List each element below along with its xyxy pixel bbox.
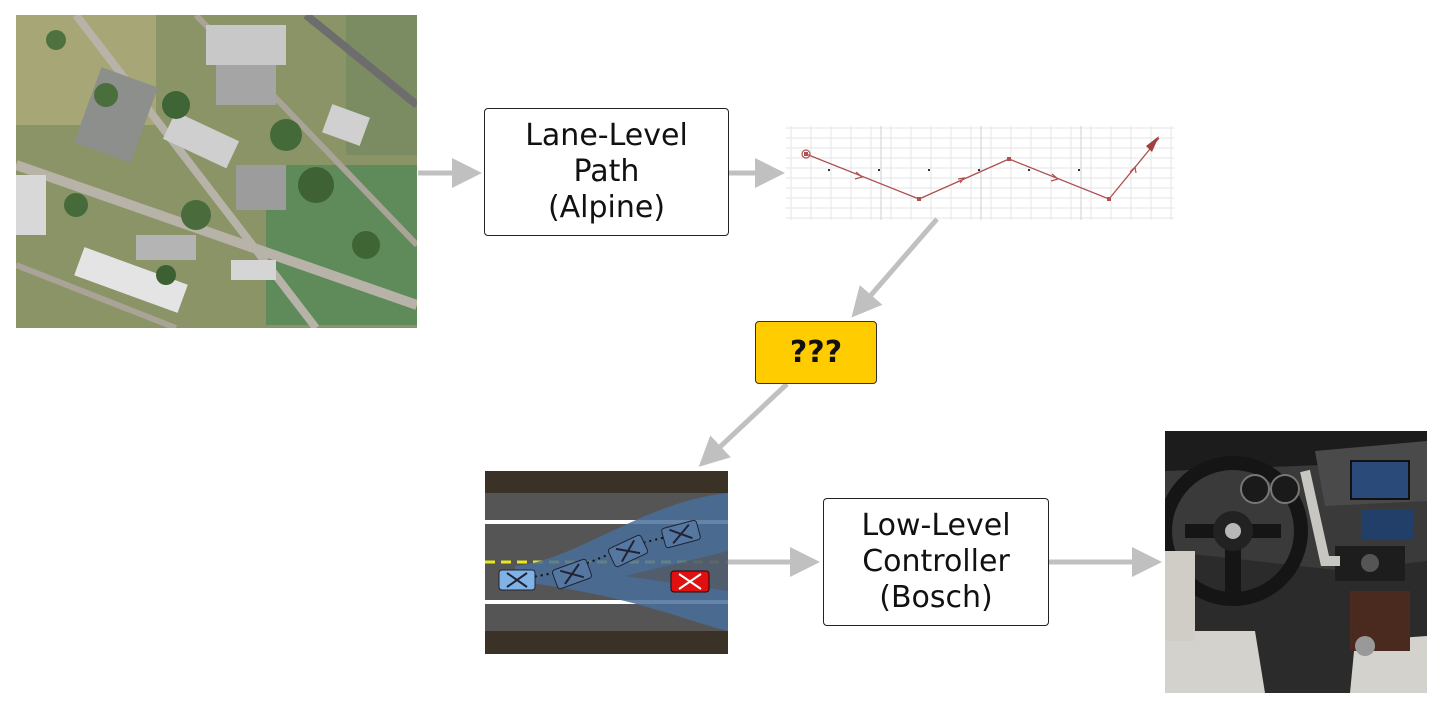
lane-level-path-line-1: Lane-Level xyxy=(525,118,688,153)
aerial-map-image xyxy=(16,15,417,328)
low-level-controller-line-1: Low-Level xyxy=(861,508,1011,543)
unknown-step-box: ??? xyxy=(755,321,877,384)
lane-level-path-line-2: Path xyxy=(573,154,640,189)
lane-level-path-line-3: (Alpine) xyxy=(547,190,666,225)
arrow-plot-to-unknown xyxy=(851,217,939,318)
lane-change-image xyxy=(485,471,728,654)
path-plot-image xyxy=(786,126,1174,220)
low-level-controller-line-2: Controller xyxy=(862,544,1010,579)
low-level-controller-box: Low-Level Controller (Bosch) xyxy=(823,498,1049,626)
car-interior-image xyxy=(1165,431,1427,693)
low-level-controller-line-3: (Bosch) xyxy=(879,580,993,615)
arrow-unknown-to-lane xyxy=(698,382,789,467)
lane-level-path-box: Lane-Level Path (Alpine) xyxy=(484,108,729,236)
unknown-step-label: ??? xyxy=(789,335,843,370)
